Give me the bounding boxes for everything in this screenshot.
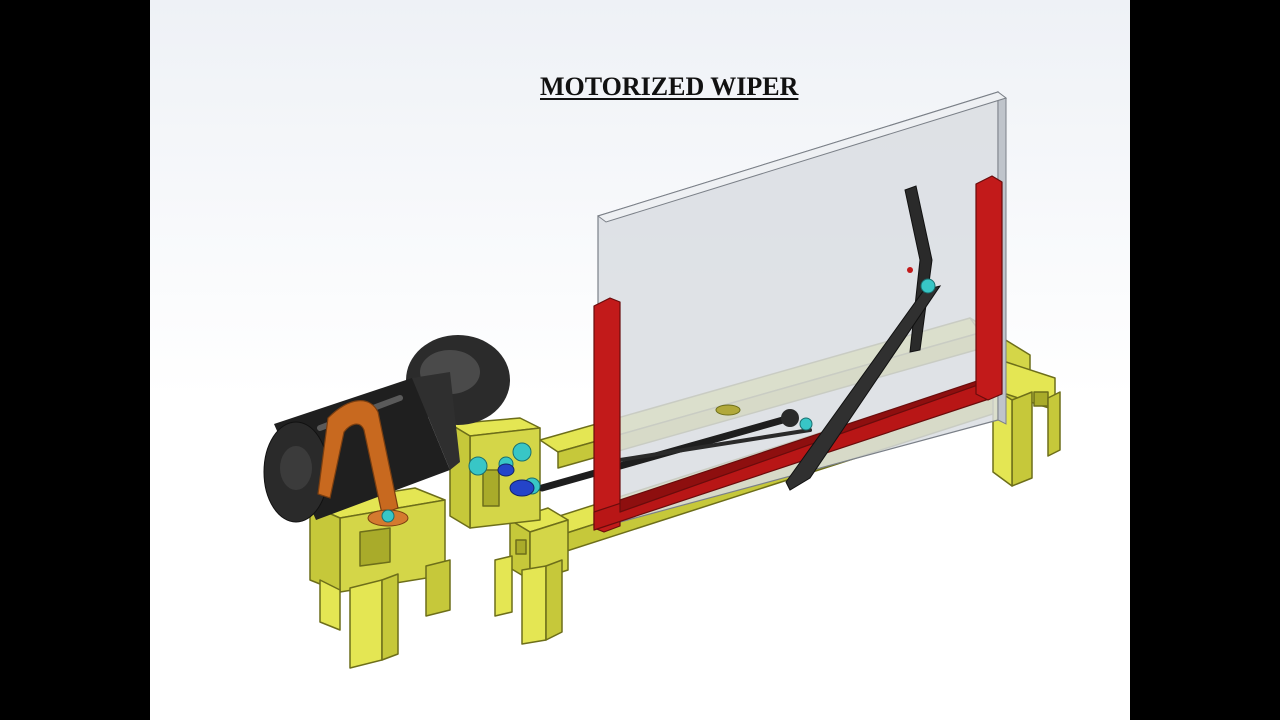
- wiper-arm: [785, 185, 942, 491]
- bolt-icon: [381, 509, 395, 523]
- page-title: MOTORIZED WIPER: [540, 72, 799, 101]
- wiper-assembly-drawing: [263, 91, 1061, 669]
- wiper-holder-frame: [593, 175, 1003, 533]
- cad-viewport: MOTORIZED WIPER: [150, 0, 1130, 720]
- dc-motor: [263, 335, 510, 523]
- linkage-rod: [538, 404, 812, 492]
- bolt-icon: [920, 278, 936, 294]
- bolt-icon: [468, 456, 488, 476]
- bolt-icon: [799, 417, 813, 431]
- motor-clamp: [317, 400, 409, 527]
- coupler: [468, 442, 541, 497]
- bolt-icon: [512, 442, 532, 462]
